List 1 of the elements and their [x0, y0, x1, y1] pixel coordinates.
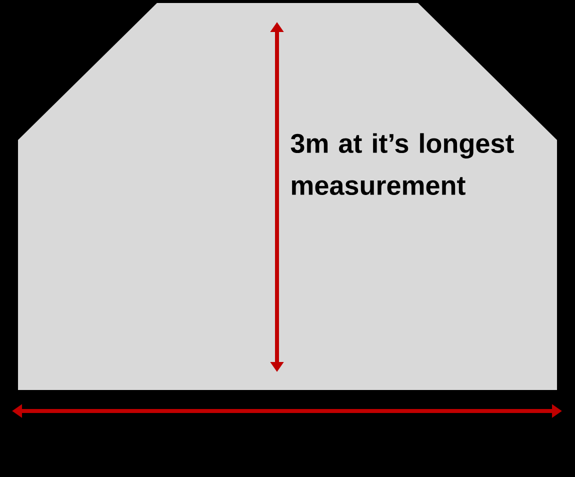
dimension-label: 3m at it’s longest measurement — [290, 133, 514, 196]
